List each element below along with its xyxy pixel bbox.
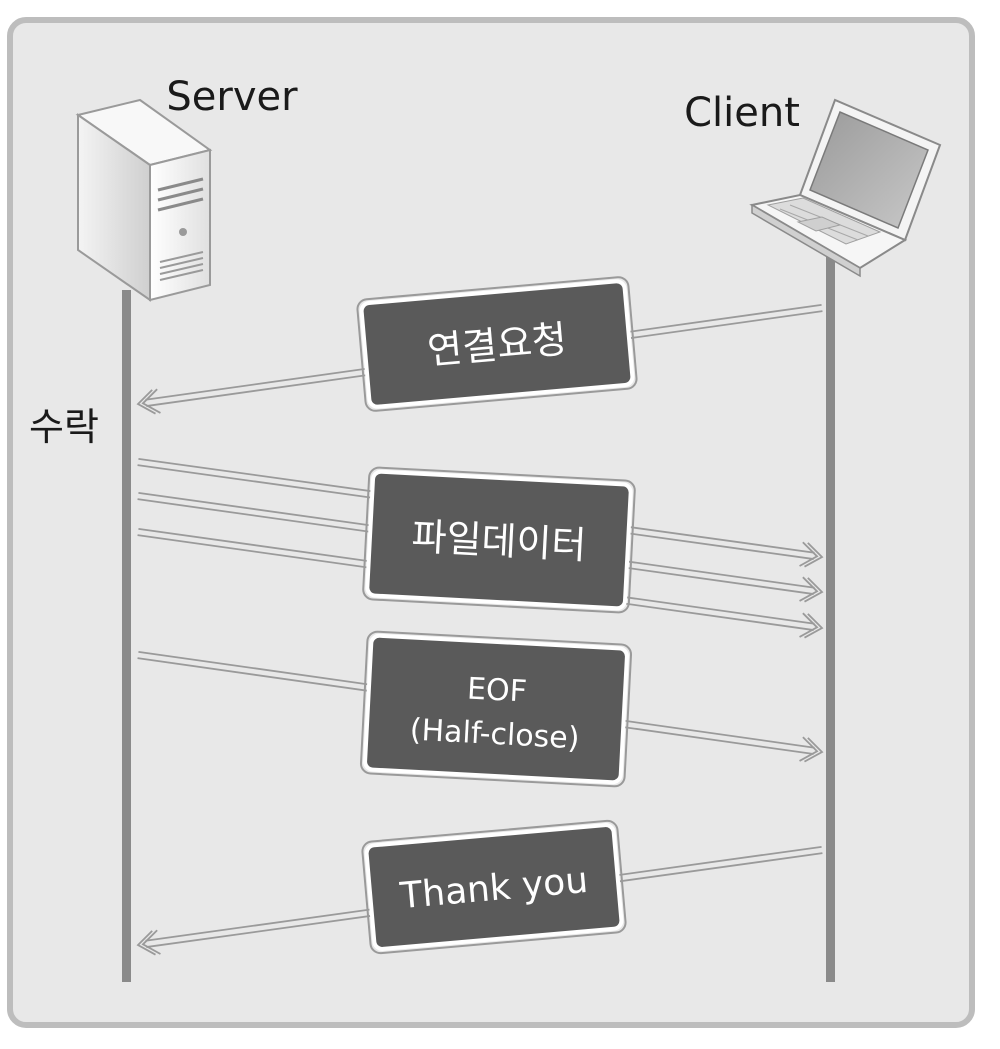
message-sign-eof: EOF (Half-close) [359,630,633,788]
accept-label: 수락 [29,405,99,449]
message-sign-thank-you: Thank you [361,819,627,955]
sign-label-file-data: 파일데이터 [411,514,588,567]
server-tower-icon [75,98,213,302]
sign-label-eof: EOF [466,671,528,709]
server-label: Server [166,74,298,120]
client-label: Client [684,90,800,136]
message-sign-connect-request: 연결요청 [356,276,638,412]
client-lifeline [826,255,835,982]
laptop-icon [749,98,942,278]
server-lifeline [122,290,131,982]
message-sign-file-data: 파일데이터 [362,466,636,614]
